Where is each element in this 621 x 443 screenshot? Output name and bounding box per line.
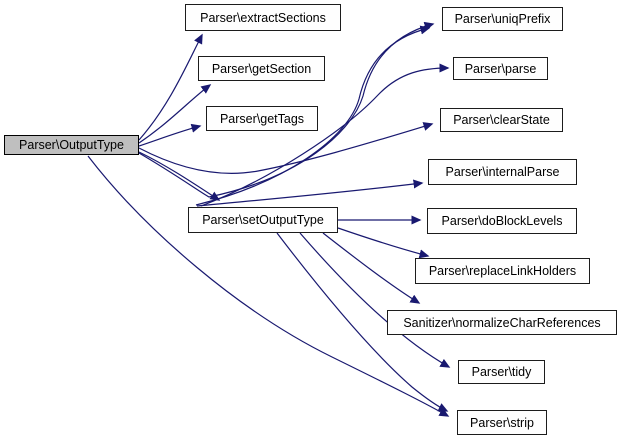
node-label: Parser\setOutputType bbox=[202, 213, 324, 227]
edge-parser-set-output-type-to-parser-uniq-prefix bbox=[195, 25, 431, 206]
node-label: Parser\extractSections bbox=[200, 10, 326, 25]
node-parser-get-tags[interactable]: Parser\getTags bbox=[206, 106, 318, 131]
node-sanitizer-normalize-char-references[interactable]: Sanitizer\normalizeCharReferences bbox=[387, 310, 617, 335]
node-parser-clear-state[interactable]: Parser\clearState bbox=[440, 108, 563, 132]
edge-parser-set-output-type-to-parser-tidy bbox=[299, 232, 451, 368]
edge-parser-output-type-to-parser-get-section bbox=[138, 84, 212, 144]
node-parser-output-type: Parser\OutputType bbox=[4, 135, 139, 155]
node-parser-extract-sections[interactable]: Parser\extractSections bbox=[185, 4, 341, 31]
node-parser-get-section[interactable]: Parser\getSection bbox=[198, 56, 325, 81]
node-parser-set-output-type[interactable]: Parser\setOutputType bbox=[188, 207, 338, 233]
node-label: Parser\replaceLinkHolders bbox=[428, 264, 577, 278]
node-parser-parse[interactable]: Parser\parse bbox=[453, 57, 548, 80]
node-label: Parser\strip bbox=[470, 415, 534, 430]
node-parser-uniq-prefix[interactable]: Parser\uniqPrefix bbox=[442, 7, 563, 31]
node-label: Parser\tidy bbox=[471, 365, 532, 379]
node-parser-internal-parse[interactable]: Parser\internalParse bbox=[428, 159, 577, 185]
edge-parser-output-type-to-parser-clear-state bbox=[138, 122, 434, 174]
edge-parser-set-output-type-to-parser-strip bbox=[276, 232, 449, 412]
node-label: Parser\doBlockLevels bbox=[441, 214, 563, 228]
edge-parser-set-output-type-to-parser-parse bbox=[200, 63, 450, 207]
edge-parser-output-type-to-parser-strip bbox=[87, 155, 450, 417]
node-label: Parser\uniqPrefix bbox=[454, 12, 551, 26]
node-parser-tidy[interactable]: Parser\tidy bbox=[458, 360, 545, 384]
edge-parser-output-type-to-parser-uniq-prefix bbox=[138, 21, 435, 198]
node-label: Parser\getSection bbox=[211, 61, 312, 76]
edge-parser-output-type-to-parser-get-tags bbox=[138, 123, 202, 147]
node-parser-strip[interactable]: Parser\strip bbox=[457, 410, 547, 435]
edge-parser-output-type-to-parser-extract-sections bbox=[138, 33, 203, 141]
edge-parser-set-output-type-to-parser-replace-link-holders bbox=[337, 227, 430, 259]
edge-parser-output-type-to-parser-set-output-type bbox=[138, 151, 221, 201]
node-label: Parser\clearState bbox=[453, 113, 550, 127]
node-label: Parser\parse bbox=[464, 61, 537, 76]
node-parser-replace-link-holders[interactable]: Parser\replaceLinkHolders bbox=[415, 258, 590, 284]
node-label: Parser\getTags bbox=[219, 111, 305, 126]
node-label: Parser\OutputType bbox=[19, 138, 124, 152]
node-label: Sanitizer\normalizeCharReferences bbox=[403, 315, 601, 330]
edge-parser-set-output-type-to-sanitizer-normalize-char-references bbox=[322, 232, 421, 304]
edge-parser-set-output-type-to-parser-internal-parse bbox=[196, 179, 424, 207]
node-label: Parser\internalParse bbox=[445, 165, 560, 179]
node-parser-do-block-levels[interactable]: Parser\doBlockLevels bbox=[427, 208, 577, 234]
